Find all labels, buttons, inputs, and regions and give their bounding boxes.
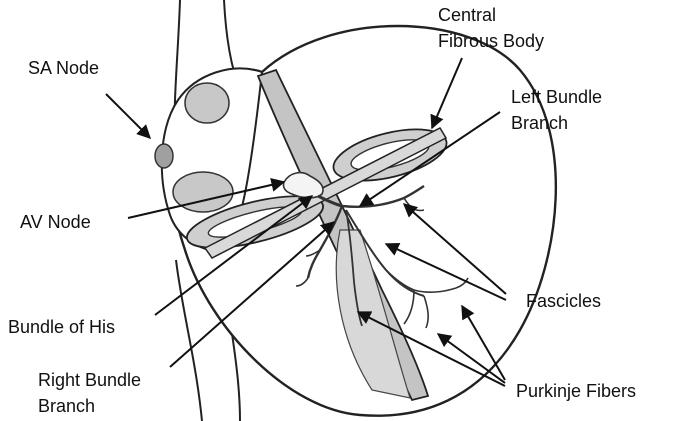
label-bundle-of-his: Bundle of His [8,317,116,337]
ventricular-septum-shade [335,229,411,399]
label-central-fibrous-body-line1: Central [438,5,497,25]
arrow-av-node [127,178,286,219]
label-sa-node: SA Node [28,58,100,78]
arrow-sa-node [105,93,151,139]
arrow-purkinje-middle [436,333,506,384]
arrow-purkinje-upper [461,304,506,381]
vessel-opening-lower [172,171,234,213]
arrow-bundle-of-his [154,195,314,316]
label-right-bundle-branch-line2: Branch [38,396,96,416]
label-central-fibrous-body-line2: Fibrous Body [438,31,545,51]
vessel-opening-upper [184,82,230,124]
arrow-central-fibrous-body [430,57,463,130]
label-left-bundle-branch-line1: Left Bundle [511,87,603,107]
label-fascicles: Fascicles [526,291,602,311]
fibrous-cross-band [203,127,448,259]
fascicle-structure [345,209,425,297]
label-right-bundle-branch-line1: Right Bundle [38,370,142,390]
bundle-of-his-structure [317,194,343,208]
label-av-node: AV Node [20,212,91,232]
arrow-left-bundle-branch [358,111,501,207]
arrow-purkinje-lower [356,311,506,387]
arrow-fascicles-upper [402,203,507,295]
annotation-arrows [105,57,507,387]
av-node-structure [282,171,324,199]
vessel-opening-small [154,143,174,169]
arrow-fascicles-lower [384,242,507,301]
label-left-bundle-branch-line2: Branch [511,113,569,133]
arrow-right-bundle-branch [169,221,336,368]
label-purkinje-fibers: Purkinje Fibers [516,381,637,401]
